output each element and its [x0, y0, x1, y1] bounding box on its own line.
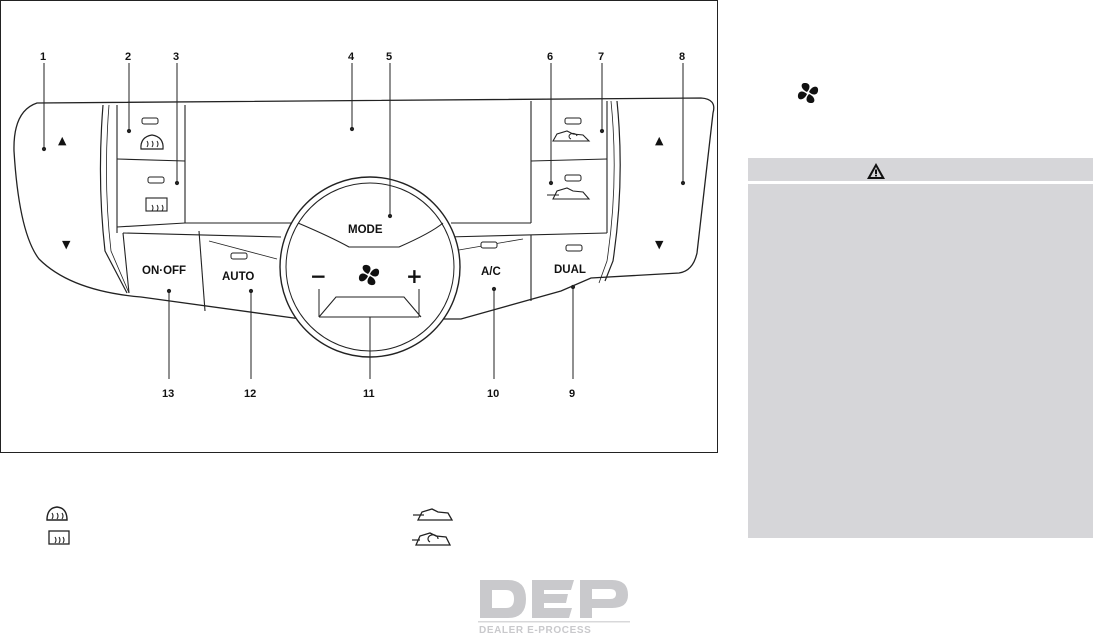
ac-button-label: A/C [481, 266, 501, 278]
rear-defroster-icon [48, 530, 70, 545]
dual-button-label: DUAL [554, 264, 586, 276]
callout-12: 12 [244, 388, 256, 400]
callout-13: 13 [162, 388, 174, 400]
fan-increase-sign: + [406, 264, 423, 288]
outside-air-button-icon [547, 187, 591, 200]
passenger-temp-up-arrow: ▲ [655, 134, 664, 147]
outside-air-icon [413, 508, 454, 521]
front-defroster-icon [46, 506, 68, 521]
rear-defroster-button-icon [145, 197, 168, 212]
passenger-temp-down-arrow: ▼ [655, 238, 664, 251]
dep-watermark-logo: DEALER E-PROCESS [478, 580, 630, 636]
recirculation-icon [412, 532, 452, 546]
driver-temp-down-arrow: ▼ [62, 238, 71, 251]
dep-tagline: DEALER E-PROCESS [479, 625, 591, 636]
callout-7: 7 [598, 51, 604, 63]
recirculation-button-icon [552, 130, 591, 142]
callout-6: 6 [547, 51, 553, 63]
warning-panel [748, 158, 1093, 538]
callout-4: 4 [348, 51, 355, 63]
climate-control-diagram: MODE ON·OFF AUTO A/C DUAL ▲ ▼ ▲ ▼ − + 1 … [0, 0, 718, 453]
front-defroster-button-icon [140, 134, 164, 150]
fan-speed-icon [358, 264, 380, 286]
fan-icon [797, 83, 819, 103]
callout-10: 10 [487, 388, 499, 400]
mode-button-label: MODE [348, 224, 383, 236]
callout-11: 11 [363, 388, 375, 400]
warning-triangle-icon [867, 163, 885, 179]
climate-control-panel-illustration: MODE ON·OFF AUTO A/C DUAL ▲ ▼ ▲ ▼ − + 1 … [13, 51, 715, 400]
callout-5: 5 [386, 51, 392, 63]
on-off-button-label: ON·OFF [142, 265, 186, 277]
auto-button-label: AUTO [222, 271, 254, 283]
callout-3: 3 [173, 51, 179, 63]
callout-9: 9 [569, 388, 575, 400]
warning-header [748, 158, 1093, 184]
callout-1: 1 [40, 51, 46, 63]
callout-2: 2 [125, 51, 131, 63]
callout-8: 8 [679, 51, 685, 63]
fan-decrease-sign: − [310, 264, 327, 288]
driver-temp-up-arrow: ▲ [58, 134, 67, 147]
